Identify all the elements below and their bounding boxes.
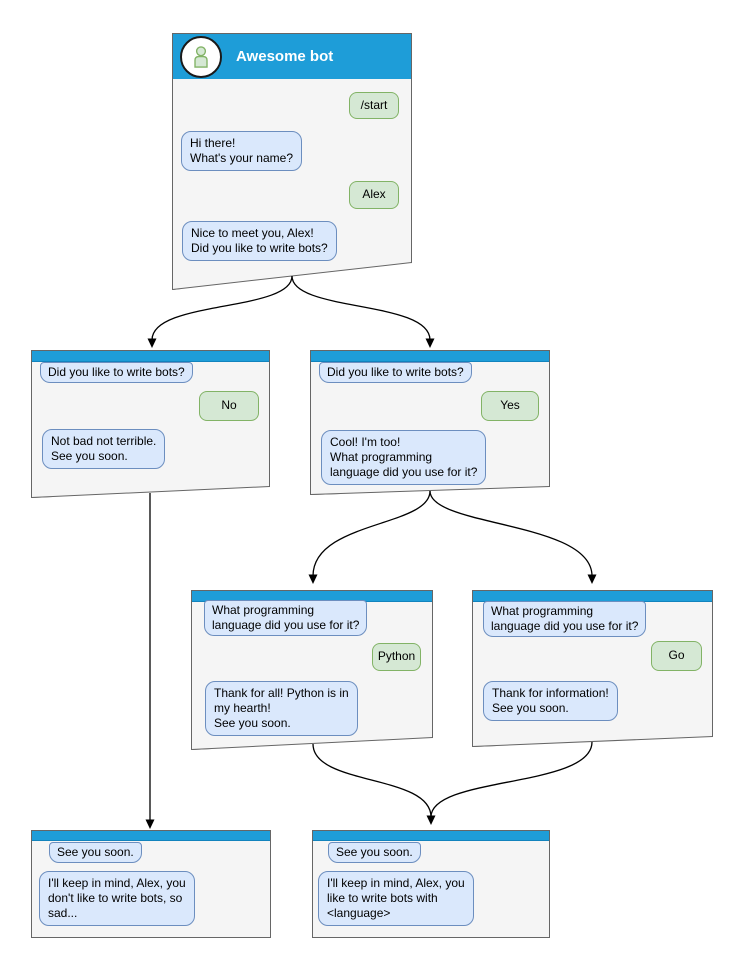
user-command-button[interactable]: /start [349, 92, 399, 119]
arrowhead [147, 338, 157, 348]
edge-go-to-end [430, 741, 593, 818]
node-end-yes-window[interactable]: See you soon. I'll keep in mind, Alex, y… [312, 830, 550, 938]
bot-message: See you soon. [328, 842, 421, 864]
bot-message: Nice to meet you, Alex! Did you like to … [182, 221, 337, 262]
bot-question: What programming language did you use fo… [483, 601, 647, 638]
bot-avatar-icon [180, 35, 222, 78]
arrowhead [425, 338, 435, 348]
edge-yes-to-go [429, 490, 593, 577]
bot-message: Not bad not terrible. See you soon. [42, 429, 166, 470]
arrowhead [587, 574, 597, 584]
node-yes-branch-window[interactable]: Did you like to write bots? Yes Cool! I'… [310, 350, 550, 495]
user-reply-button[interactable]: No [199, 391, 259, 421]
bot-question: Did you like to write bots? [40, 362, 193, 384]
window-header-strip [313, 831, 549, 841]
bot-message: See you soon. [49, 842, 142, 864]
window-titlebar: Awesome bot [173, 34, 411, 79]
window-title: Awesome bot [236, 48, 334, 65]
window-header-strip [32, 831, 270, 841]
bot-question: What programming language did you use fo… [204, 600, 368, 637]
bot-message: Thank for information! See you soon. [483, 681, 618, 722]
user-reply-button[interactable]: Python [372, 643, 421, 671]
edge-python-to-end [312, 743, 432, 818]
arrowhead [145, 819, 155, 829]
window-header-strip [32, 351, 269, 362]
user-reply-button[interactable]: Alex [349, 181, 399, 209]
arrowhead [308, 574, 318, 584]
window-header-strip [311, 351, 549, 362]
edge-root-to-yes [291, 275, 431, 341]
arrowhead [426, 815, 436, 825]
bot-message: I'll keep in mind, Alex, you like to wri… [318, 871, 474, 927]
node-go-branch-window[interactable]: What programming language did you use fo… [472, 590, 713, 747]
bot-question: Did you like to write bots? [319, 362, 472, 384]
bot-message: I'll keep in mind, Alex, you don't like … [39, 871, 195, 927]
node-no-branch-window[interactable]: Did you like to write bots? No Not bad n… [31, 350, 270, 498]
node-end-no-window[interactable]: See you soon. I'll keep in mind, Alex, y… [31, 830, 271, 938]
node-python-branch-window[interactable]: What programming language did you use fo… [191, 590, 433, 750]
edge-yes-to-python [312, 490, 431, 577]
bot-message: Thank for all! Python is in my hearth! S… [205, 681, 358, 737]
bot-message: Hi there! What's your name? [181, 131, 303, 172]
user-reply-button[interactable]: Go [651, 641, 702, 671]
node-root-window[interactable]: Awesome bot /start Hi there! What's your… [172, 33, 412, 290]
bot-message: Cool! I'm too! What programming language… [321, 430, 487, 486]
user-reply-button[interactable]: Yes [481, 391, 539, 421]
